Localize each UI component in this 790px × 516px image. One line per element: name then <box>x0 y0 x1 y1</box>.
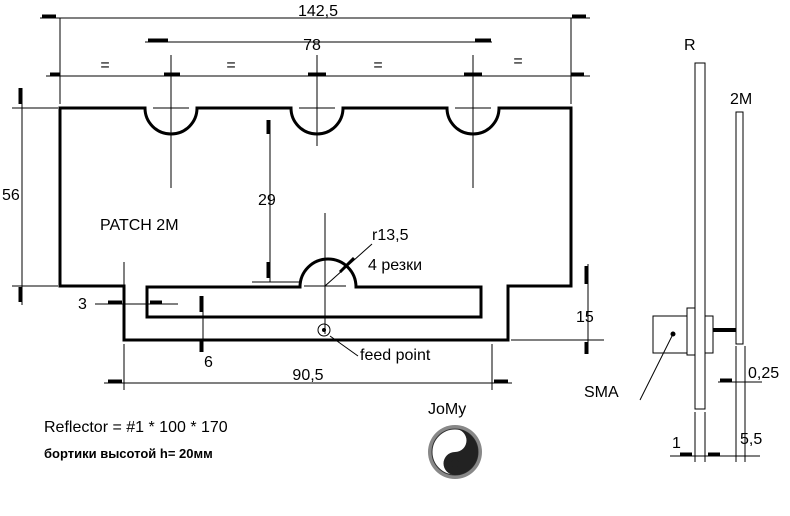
dim-slot-depth: 29 <box>252 120 300 283</box>
dim-hole-spacing: 78 <box>145 37 492 54</box>
sma-body <box>704 315 714 354</box>
logo-text: JoMy <box>428 401 466 418</box>
feed-point: feed point <box>317 323 431 364</box>
reflector-plate <box>694 62 706 410</box>
reflector-side-label: R <box>684 37 696 54</box>
dim-tab-height-label: 15 <box>576 309 594 326</box>
cuts-label: 4 резки <box>368 257 422 274</box>
sma-connector <box>652 315 688 354</box>
equal-mark-2: = <box>226 57 235 74</box>
patch-plate <box>735 111 744 345</box>
feed-point-label: feed point <box>360 347 431 364</box>
reflector-note: Reflector = #1 * 100 * 170 <box>44 419 228 436</box>
center-lines <box>153 55 491 334</box>
dim-slot-width-label: 6 <box>204 354 213 371</box>
reflector-thickness-label: 1 <box>672 435 681 452</box>
equal-mark-1: = <box>100 57 109 74</box>
patch-outline <box>58 106 573 342</box>
dim-height: 56 <box>2 88 58 305</box>
dim-left-gap: 3 <box>78 262 178 340</box>
spacing-label: 5,5 <box>740 431 762 448</box>
dim-overall-width-label: 142,5 <box>298 3 338 20</box>
dim-radius-label: r13,5 <box>372 227 409 244</box>
dim-bottom-width-label: 90,5 <box>292 367 323 384</box>
sma-flange <box>686 307 696 356</box>
dim-hole-spacing-label: 78 <box>303 37 321 54</box>
patch-side-label: 2M <box>730 91 752 108</box>
side-view: R 2M SMA 0,25 1 5,5 <box>584 37 779 462</box>
dim-slot-depth-label: 29 <box>258 192 276 209</box>
equal-mark-3: = <box>373 57 382 74</box>
gap-label: 0,25 <box>748 365 779 382</box>
jomy-logo: JoMy <box>428 401 482 479</box>
dim-slot-width: 6 <box>199 296 213 371</box>
dim-bottom-width: 90,5 <box>104 344 512 390</box>
yin-yang-icon <box>428 425 482 479</box>
dim-tab-height: 15 <box>511 264 604 354</box>
dim-left-gap-label: 3 <box>78 296 87 313</box>
dim-equal-divisions: = = = = <box>46 53 590 77</box>
equal-mark-4: = <box>513 53 522 70</box>
dim-height-label: 56 <box>2 187 20 204</box>
sma-label: SMA <box>584 384 619 401</box>
patch-label: PATCH 2M <box>100 217 179 234</box>
dim-overall-width: 142,5 <box>40 3 590 104</box>
rims-note: бортики высотой h= 20мм <box>44 446 213 461</box>
dim-radius: r13,5 4 резки <box>324 227 422 287</box>
feed-slot <box>145 257 483 319</box>
